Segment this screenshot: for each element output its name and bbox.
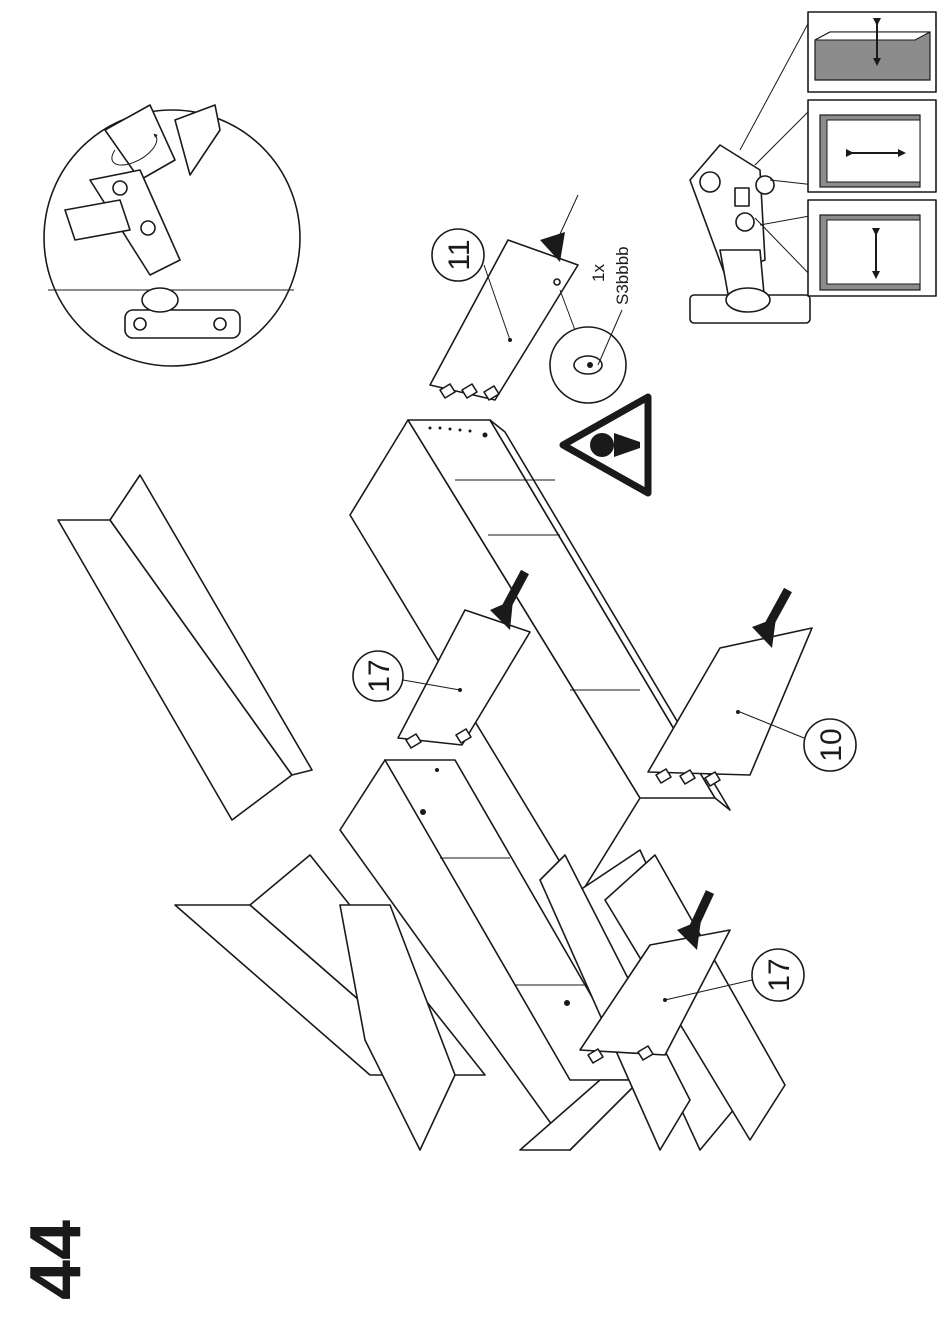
adjust-vertical-icon <box>808 200 936 296</box>
top-shelf-panel <box>58 475 312 820</box>
label-part-11: 11 <box>443 239 476 270</box>
door-panel-10: 10 <box>648 590 856 786</box>
label-part-17-bottom: 17 <box>763 958 796 991</box>
adjust-depth-icon <box>808 12 936 92</box>
hinge-detail-circle <box>44 105 300 366</box>
warning-icon <box>563 397 648 493</box>
label-part-17-top: 17 <box>363 659 396 692</box>
hinge-adjustment-diagram <box>690 12 936 323</box>
label-part-10: 10 <box>815 728 848 761</box>
step-number: 44 <box>16 1220 96 1300</box>
fitting-code: S3bbbb <box>613 246 632 305</box>
fitting-quantity: 1x <box>589 264 608 282</box>
adjust-horizontal-icon <box>808 100 936 192</box>
